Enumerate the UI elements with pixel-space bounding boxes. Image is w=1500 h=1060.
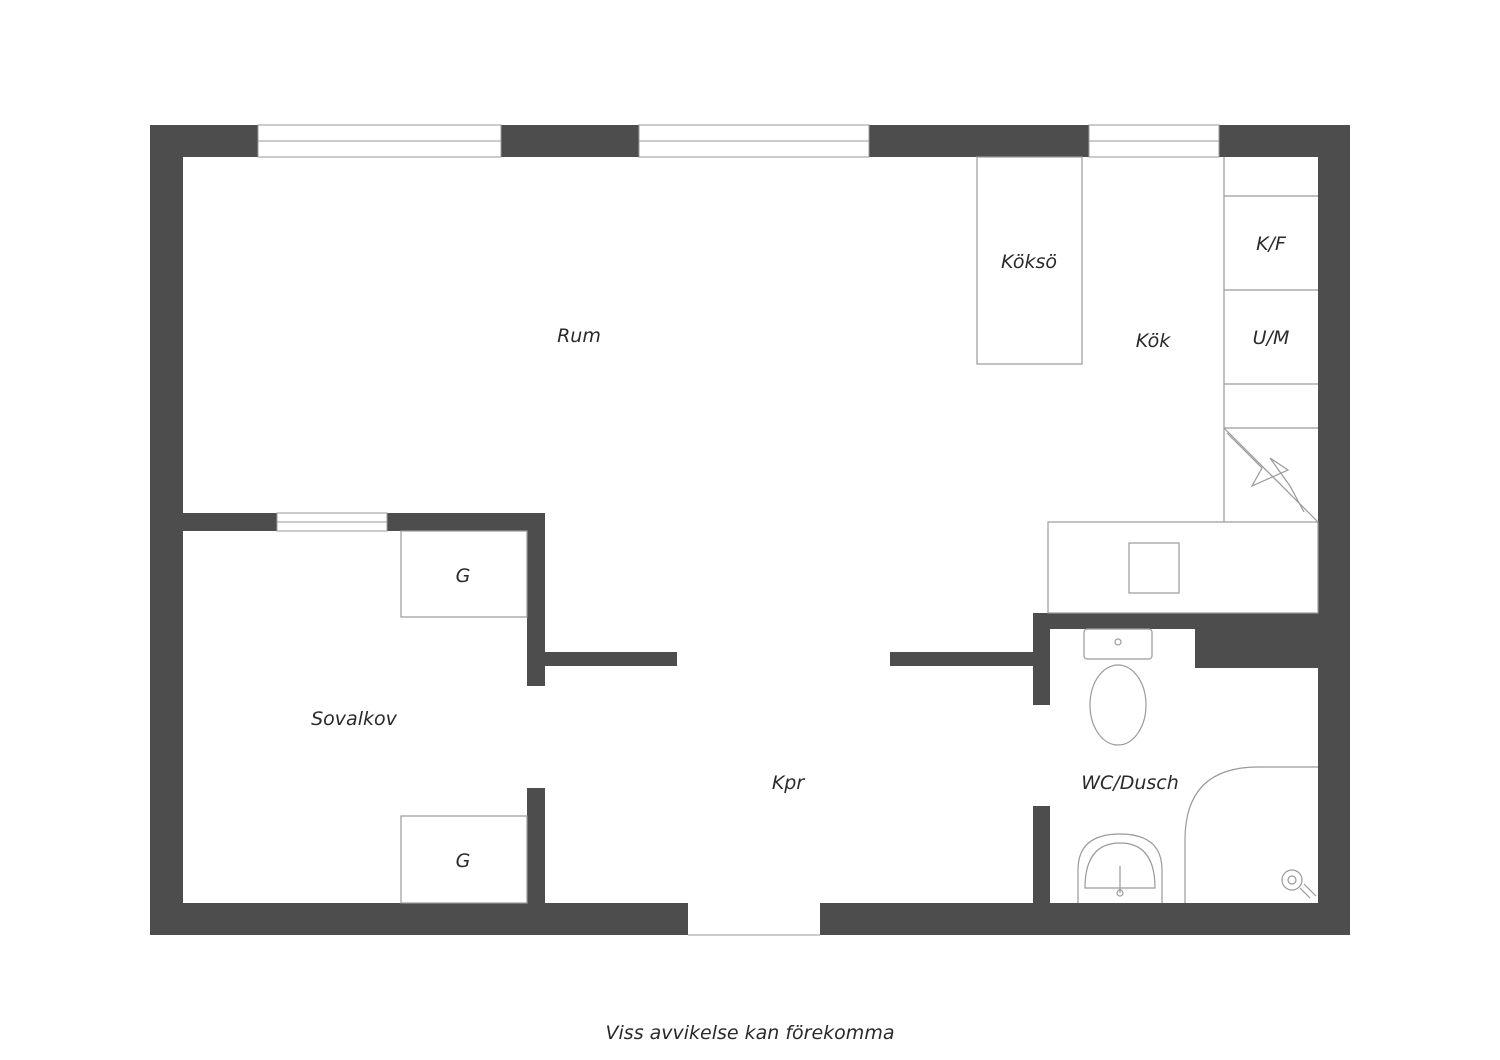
fixtures — [400, 156, 1319, 904]
shower-icon — [1184, 766, 1318, 903]
wall-sovalkov-top-1 — [183, 513, 277, 531]
cooktop — [1128, 542, 1180, 594]
wall-bottom-1 — [150, 903, 688, 935]
room-labels: Rum Köksö Kök K/F U/M Sovalkov G G Kpr W… — [311, 233, 1289, 872]
walls — [150, 125, 1350, 935]
label-kf: K/F — [1256, 233, 1287, 255]
label-koksoe: Köksö — [1001, 251, 1057, 273]
wall-bottom-2 — [820, 903, 1350, 935]
wall-wc-left-2 — [1033, 806, 1050, 903]
label-sovalkov: Sovalkov — [311, 708, 397, 730]
kitchen-counter — [1047, 521, 1319, 614]
stove-icon — [1223, 427, 1319, 523]
label-kpr: Kpr — [772, 772, 806, 794]
window-icon — [1088, 124, 1220, 158]
wall-left — [150, 125, 183, 935]
windows — [257, 124, 1220, 532]
wall-stub-left — [545, 652, 677, 666]
toilet-icon — [1083, 628, 1153, 746]
label-g-top: G — [456, 565, 471, 587]
label-wc-dusch: WC/Dusch — [1081, 772, 1179, 794]
wall-right — [1318, 125, 1350, 935]
label-um: U/M — [1253, 327, 1290, 349]
window-icon — [276, 512, 388, 532]
wall-top-2 — [501, 125, 639, 157]
label-g-bottom: G — [456, 850, 471, 872]
wall-wc-block — [1195, 613, 1318, 668]
window-icon — [638, 124, 870, 158]
window-icon — [257, 124, 502, 158]
disclaimer-text: Viss avvikelse kan förekomma — [605, 1022, 895, 1044]
wall-top-3 — [869, 125, 1089, 157]
label-rum: Rum — [557, 325, 601, 347]
wardrobe-top — [400, 530, 528, 618]
wall-sovalkov-right-1 — [527, 513, 545, 686]
wall-sovalkov-right-2 — [527, 788, 545, 903]
wall-wc-left-1 — [1033, 613, 1050, 705]
sink-icon — [1077, 833, 1163, 903]
wall-stub-right — [890, 652, 1034, 666]
wall-sovalkov-top-2 — [387, 513, 545, 531]
kitchen-island — [976, 156, 1083, 365]
label-kok: Kök — [1136, 330, 1171, 352]
wardrobe-bottom — [400, 815, 528, 904]
